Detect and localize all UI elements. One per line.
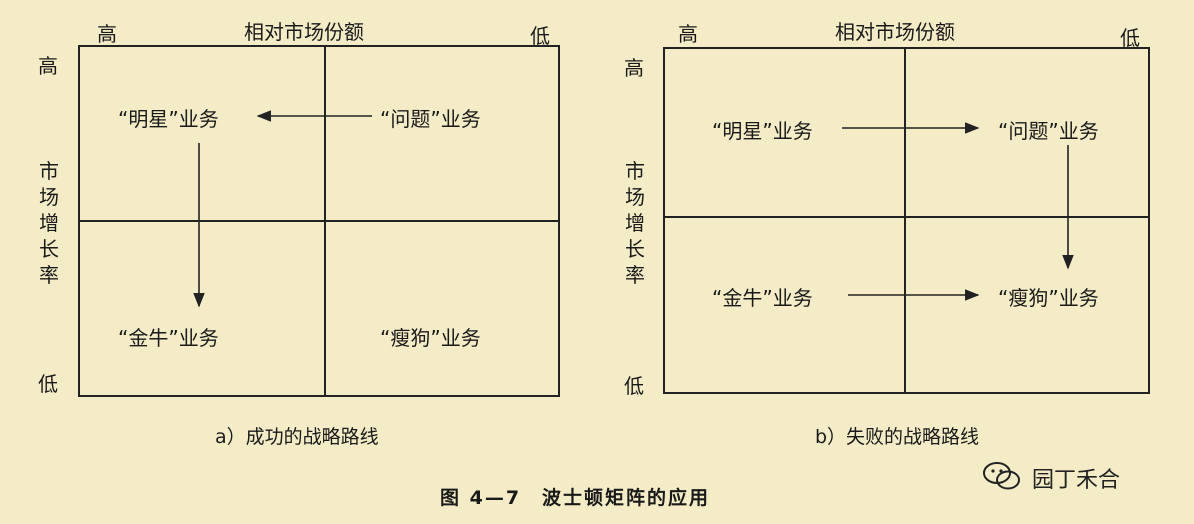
panel-a-y-high: 高 <box>38 54 58 78</box>
panel-b-x-low: 低 <box>1120 26 1140 50</box>
panel-a-x-high: 高 <box>97 22 117 46</box>
wechat-icon <box>983 462 1020 490</box>
panel-a-x-axis-title: 相对市场份额 <box>244 20 364 44</box>
panel-b-divider-horizontal <box>663 216 1150 218</box>
panel-a-question-quadrant: “问题”业务 <box>380 107 481 131</box>
figure-title: 图 4—7 波士顿矩阵的应用 <box>440 487 711 509</box>
watermark-text: 园丁禾合 <box>1032 468 1121 493</box>
panel-b-caption: b）失败的战略路线 <box>815 426 980 448</box>
panel-a-caption: a）成功的战略路线 <box>215 426 379 448</box>
panel-b-divider-vertical <box>904 47 906 394</box>
panel-b-dog-quadrant: “瘦狗”业务 <box>998 286 1099 310</box>
panel-b-question-quadrant: “问题”业务 <box>998 119 1099 143</box>
panel-b-cow-quadrant: “金牛”业务 <box>712 286 813 310</box>
watermark: 园丁禾合 <box>982 458 1182 498</box>
panel-b-matrix <box>663 47 1150 394</box>
panel-b-x-axis-title: 相对市场份额 <box>835 20 955 44</box>
panel-a-y-low: 低 <box>38 372 58 396</box>
panel-a-star-quadrant: “明星”业务 <box>118 107 219 131</box>
panel-a-y-axis-title: 市场增长率 <box>39 159 59 287</box>
panel-b-y-axis-title: 市场增长率 <box>625 159 645 287</box>
panel-a-dog-quadrant: “瘦狗”业务 <box>380 326 481 350</box>
panel-b-x-high: 高 <box>678 22 698 46</box>
panel-b-y-high: 高 <box>624 56 644 80</box>
panel-b-star-quadrant: “明星”业务 <box>712 119 813 143</box>
panel-a-cow-quadrant: “金牛”业务 <box>118 326 219 350</box>
panel-b-y-low: 低 <box>624 374 644 398</box>
panel-a-divider-horizontal <box>78 220 560 222</box>
panel-a-x-low: 低 <box>530 24 550 48</box>
